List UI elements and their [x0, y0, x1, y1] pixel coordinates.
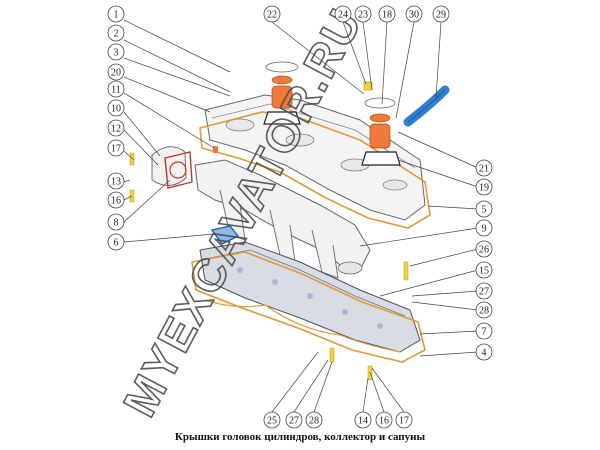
callout-28: 28 — [475, 301, 493, 319]
callout-label: 2 — [114, 29, 119, 40]
callout-label: 4 — [482, 348, 487, 359]
callout-label: 3 — [114, 48, 119, 59]
callout-8: 8 — [107, 213, 125, 231]
callout-25: 25 — [263, 411, 281, 429]
callout-18: 18 — [378, 5, 396, 23]
callout-3: 3 — [107, 43, 125, 61]
callout-6: 6 — [107, 233, 125, 251]
callout-label: 22 — [267, 10, 277, 21]
callout-26: 26 — [475, 240, 493, 258]
callout-label: 12 — [111, 124, 121, 135]
callout-16-bottom: 16 — [375, 411, 393, 429]
diagram-caption: Крышки головок цилиндров, коллектор и са… — [174, 431, 426, 443]
callout-label: 17 — [399, 416, 409, 427]
callout-19: 19 — [475, 178, 493, 196]
callout-7: 7 — [475, 322, 493, 340]
callout-17-bottom: 17 — [395, 411, 413, 429]
callout-1: 1 — [107, 5, 125, 23]
callout-15: 15 — [475, 261, 493, 279]
callout-label: 14 — [358, 416, 368, 427]
callout-27: 27 — [475, 282, 493, 300]
small-fitting — [363, 81, 373, 91]
callout-12: 12 — [107, 119, 125, 137]
callout-label: 1 — [114, 10, 119, 21]
callout-2: 2 — [107, 24, 125, 42]
callout-9: 9 — [475, 219, 493, 237]
callout-label: 26 — [479, 245, 489, 256]
callout-16: 16 — [107, 191, 125, 209]
bolt — [329, 347, 335, 363]
callout-10: 10 — [107, 99, 125, 117]
callout-24: 24 — [334, 5, 352, 23]
callout-label: 11 — [111, 85, 121, 96]
callout-label: 10 — [111, 104, 121, 115]
callout-28-bottom: 28 — [305, 411, 323, 429]
intake-manifold — [194, 159, 371, 279]
callout-label: 24 — [338, 10, 348, 21]
callout-label: 30 — [409, 10, 419, 21]
manifold-flange — [151, 146, 193, 189]
cover-gasket — [199, 111, 431, 229]
callout-5: 5 — [475, 200, 493, 218]
callout-label: 18 — [382, 10, 392, 21]
breather-left — [263, 61, 301, 125]
callout-label: 25 — [267, 416, 277, 427]
callout-17: 17 — [107, 139, 125, 157]
bolt — [129, 152, 135, 166]
callout-23: 23 — [354, 5, 372, 23]
callout-label: 23 — [358, 10, 368, 21]
lower-gasket — [191, 251, 426, 363]
blue-gasket — [210, 225, 240, 245]
callout-11: 11 — [107, 80, 125, 98]
callout-label: 17 — [111, 144, 121, 155]
callout-29: 29 — [432, 5, 450, 23]
callout-label: 16 — [379, 416, 389, 427]
callout-label: 19 — [479, 183, 489, 194]
callout-label: 9 — [482, 224, 487, 235]
callout-label: 15 — [479, 266, 489, 277]
breather-right — [361, 97, 401, 166]
callout-label: 5 — [482, 205, 487, 216]
callout-label: 29 — [436, 10, 446, 21]
callout-22: 22 — [263, 5, 281, 23]
callout-label: 20 — [111, 68, 121, 79]
bolt — [403, 261, 409, 281]
callout-label: 8 — [114, 218, 119, 229]
callout-label: 27 — [479, 287, 489, 298]
callout-21: 21 — [475, 159, 493, 177]
callout-label: 16 — [111, 196, 121, 207]
callout-label: 7 — [482, 327, 487, 338]
callout-label: 6 — [114, 238, 119, 249]
callout-27-bottom: 27 — [285, 411, 303, 429]
callout-label: 28 — [309, 416, 319, 427]
callout-30: 30 — [405, 5, 423, 23]
callout-4: 4 — [475, 343, 493, 361]
callout-label: 28 — [479, 306, 489, 317]
callout-14: 14 — [354, 411, 372, 429]
callout-20: 20 — [107, 63, 125, 81]
callout-label: 13 — [111, 177, 121, 188]
callout-label: 21 — [479, 164, 489, 175]
callout-13: 13 — [107, 172, 125, 190]
leader-lines — [123, 19, 479, 413]
callout-label: 27 — [289, 416, 299, 427]
lower-cover-assembly — [199, 241, 421, 353]
small-plug — [213, 146, 218, 153]
